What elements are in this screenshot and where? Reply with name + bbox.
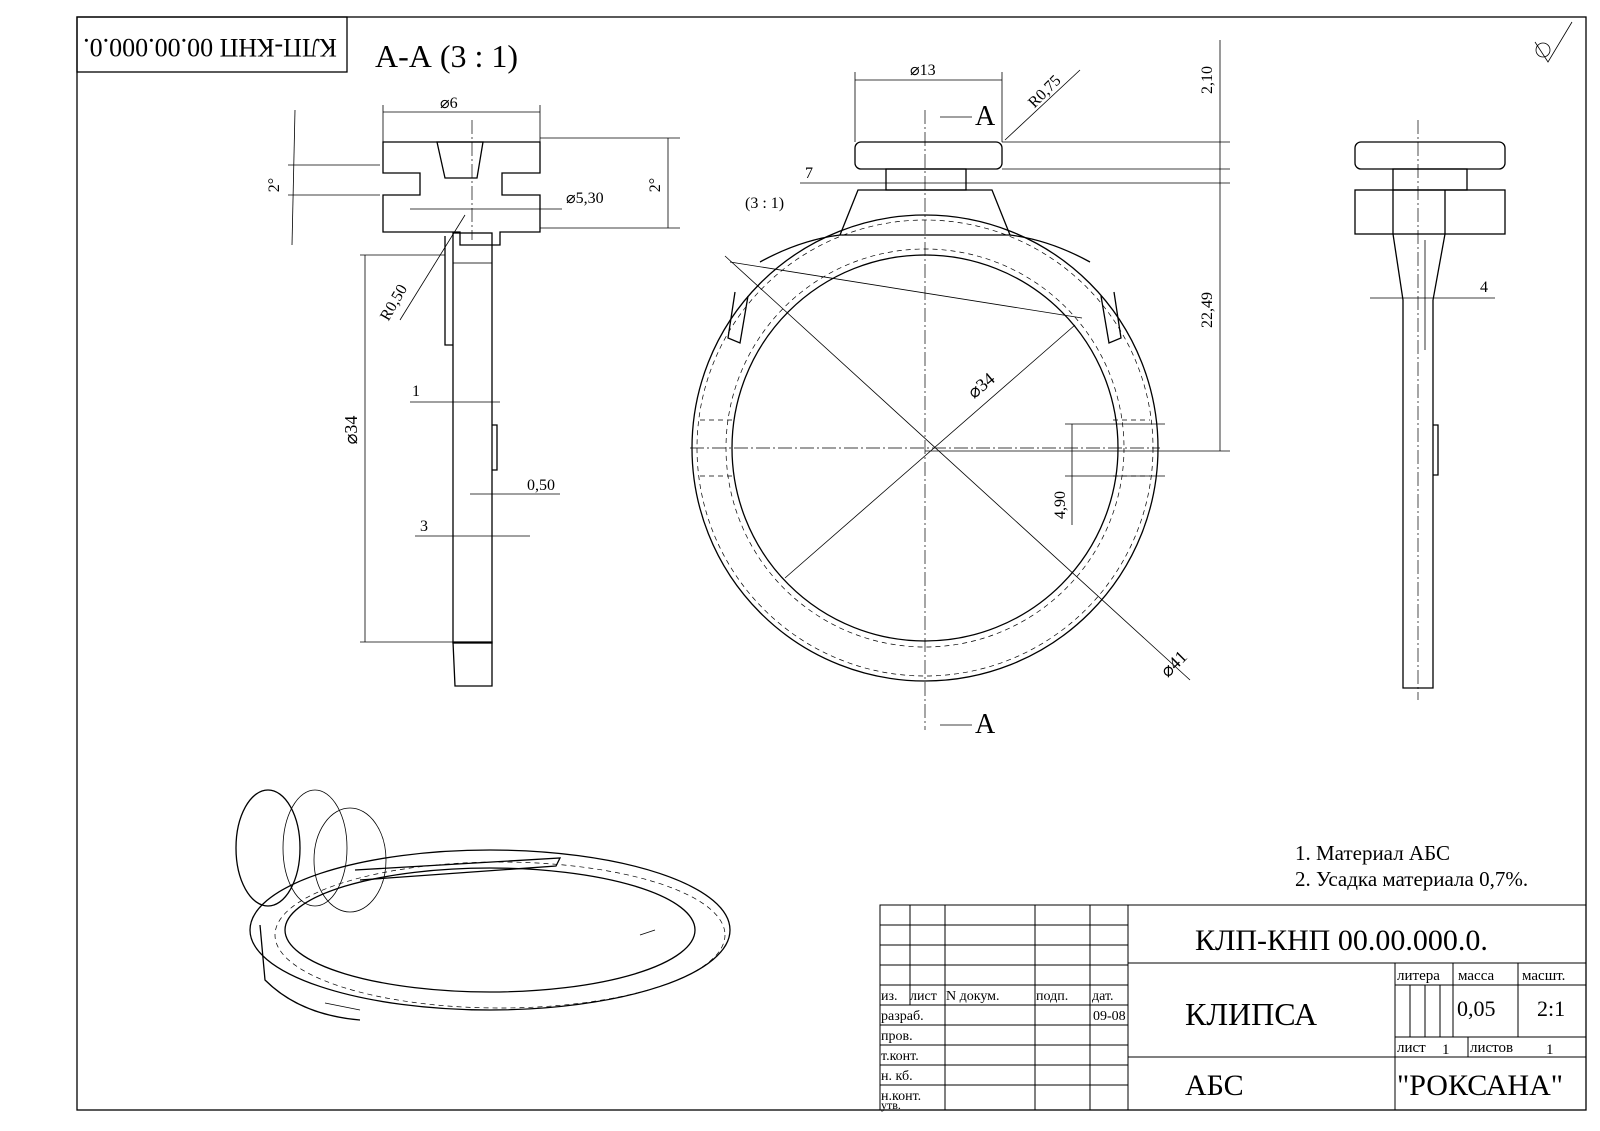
note-2: 2. Усадка материала 0,7%. [1295, 867, 1528, 891]
side-four-text: 4 [1480, 279, 1488, 296]
section-dimensions: ⌀6 ⌀5,30 2° 2° R0,50 ⌀34 1 0,50 3 [266, 95, 680, 643]
tb-designation: КЛП-КНП 00.00.000.0. [1195, 924, 1488, 957]
front-r075-text: R0,75 [1025, 72, 1064, 111]
svg-text:⌀5,30: ⌀5,30 [566, 190, 604, 207]
front-scale-note: (3 : 1) [745, 195, 784, 212]
tb-role-2: пров. [881, 1029, 913, 1044]
roughness-mark-icon [1534, 21, 1573, 63]
corner-code-text: КЛП-КНП 00.00.000.0. [83, 33, 337, 62]
front-h2249-text: 22,49 [1199, 292, 1216, 328]
tb-material: АБС [1185, 1069, 1244, 1102]
cut-label-bottom: А [975, 709, 996, 740]
front-seven-text: 7 [805, 165, 813, 182]
tb-sheet-label: лист [1397, 1040, 1426, 1056]
tb-company: "РОКСАНА" [1397, 1069, 1563, 1102]
section-three-text: 3 [420, 518, 428, 535]
section-d34-text: 34 [341, 416, 361, 434]
note-1: 1. Материал АБС [1295, 841, 1450, 865]
svg-text:⌀34: ⌀34 [964, 368, 999, 402]
front-d41-text: 41 [1164, 646, 1191, 673]
tb-col-list: лист [910, 989, 937, 1004]
front-d34-text: 34 [972, 368, 999, 395]
sheet-frame [76, 16, 1587, 1111]
tb-col-iz: из. [881, 989, 898, 1004]
tb-date: 09-08 [1093, 1009, 1126, 1024]
svg-text:⌀13: ⌀13 [910, 62, 936, 79]
front-dimensions: ⌀13 R0,75 А А 7 (3 : 1) ⌀34 ⌀41 2,10 22,… [724, 40, 1230, 740]
section-half-text: 0,50 [527, 477, 555, 494]
tb-col-date: дат. [1092, 989, 1114, 1004]
tb-col-sign: подп. [1036, 989, 1068, 1004]
section-view [382, 120, 541, 687]
section-d6-text: 6 [450, 95, 458, 112]
section-d530-text: 5,30 [576, 190, 604, 207]
section-angle-left-text: 2° [266, 178, 283, 192]
front-h210-text: 2,10 [1199, 66, 1216, 94]
front-d13-text: 13 [920, 62, 936, 79]
isometric-view [235, 789, 731, 1021]
tb-sheets-label: листов [1470, 1040, 1513, 1056]
tb-name: КЛИПСА [1185, 996, 1317, 1032]
tb-role-4: н. кб. [881, 1069, 913, 1084]
svg-text:⌀6: ⌀6 [440, 95, 458, 112]
tb-sheets: 1 [1546, 1042, 1554, 1058]
side-view: 4 [1354, 120, 1506, 700]
corner-code-box: КЛП-КНП 00.00.000.0. [76, 16, 348, 73]
tb-role-3: т.конт. [881, 1049, 919, 1064]
cut-label-top: А [975, 101, 996, 132]
tb-scale-label: масшт. [1522, 968, 1565, 984]
tb-col-doc: N докум. [946, 989, 1000, 1004]
tb-mass: 0,05 [1457, 996, 1496, 1021]
tb-role-5: н.конт. [881, 1089, 921, 1104]
tb-role-6: утв. [881, 1098, 901, 1112]
front-view [690, 110, 1160, 730]
svg-text:⌀34: ⌀34 [341, 416, 361, 445]
tb-scale: 2:1 [1537, 996, 1565, 1021]
section-label: А-А (3 : 1) [375, 38, 518, 74]
section-r050-text: R0,50 [377, 282, 411, 324]
front-h490-text: 4,90 [1052, 491, 1069, 519]
tb-sheet: 1 [1442, 1042, 1450, 1058]
tb-role-1: разраб. [881, 1009, 924, 1024]
title-block: из. лист N докум. подп. дат. разраб. 09-… [879, 904, 1587, 1112]
section-one-text: 1 [412, 383, 420, 400]
tb-litera-label: литера [1397, 968, 1440, 984]
tb-mass-label: масса [1458, 968, 1495, 984]
section-angle-right-text: 2° [647, 178, 664, 192]
